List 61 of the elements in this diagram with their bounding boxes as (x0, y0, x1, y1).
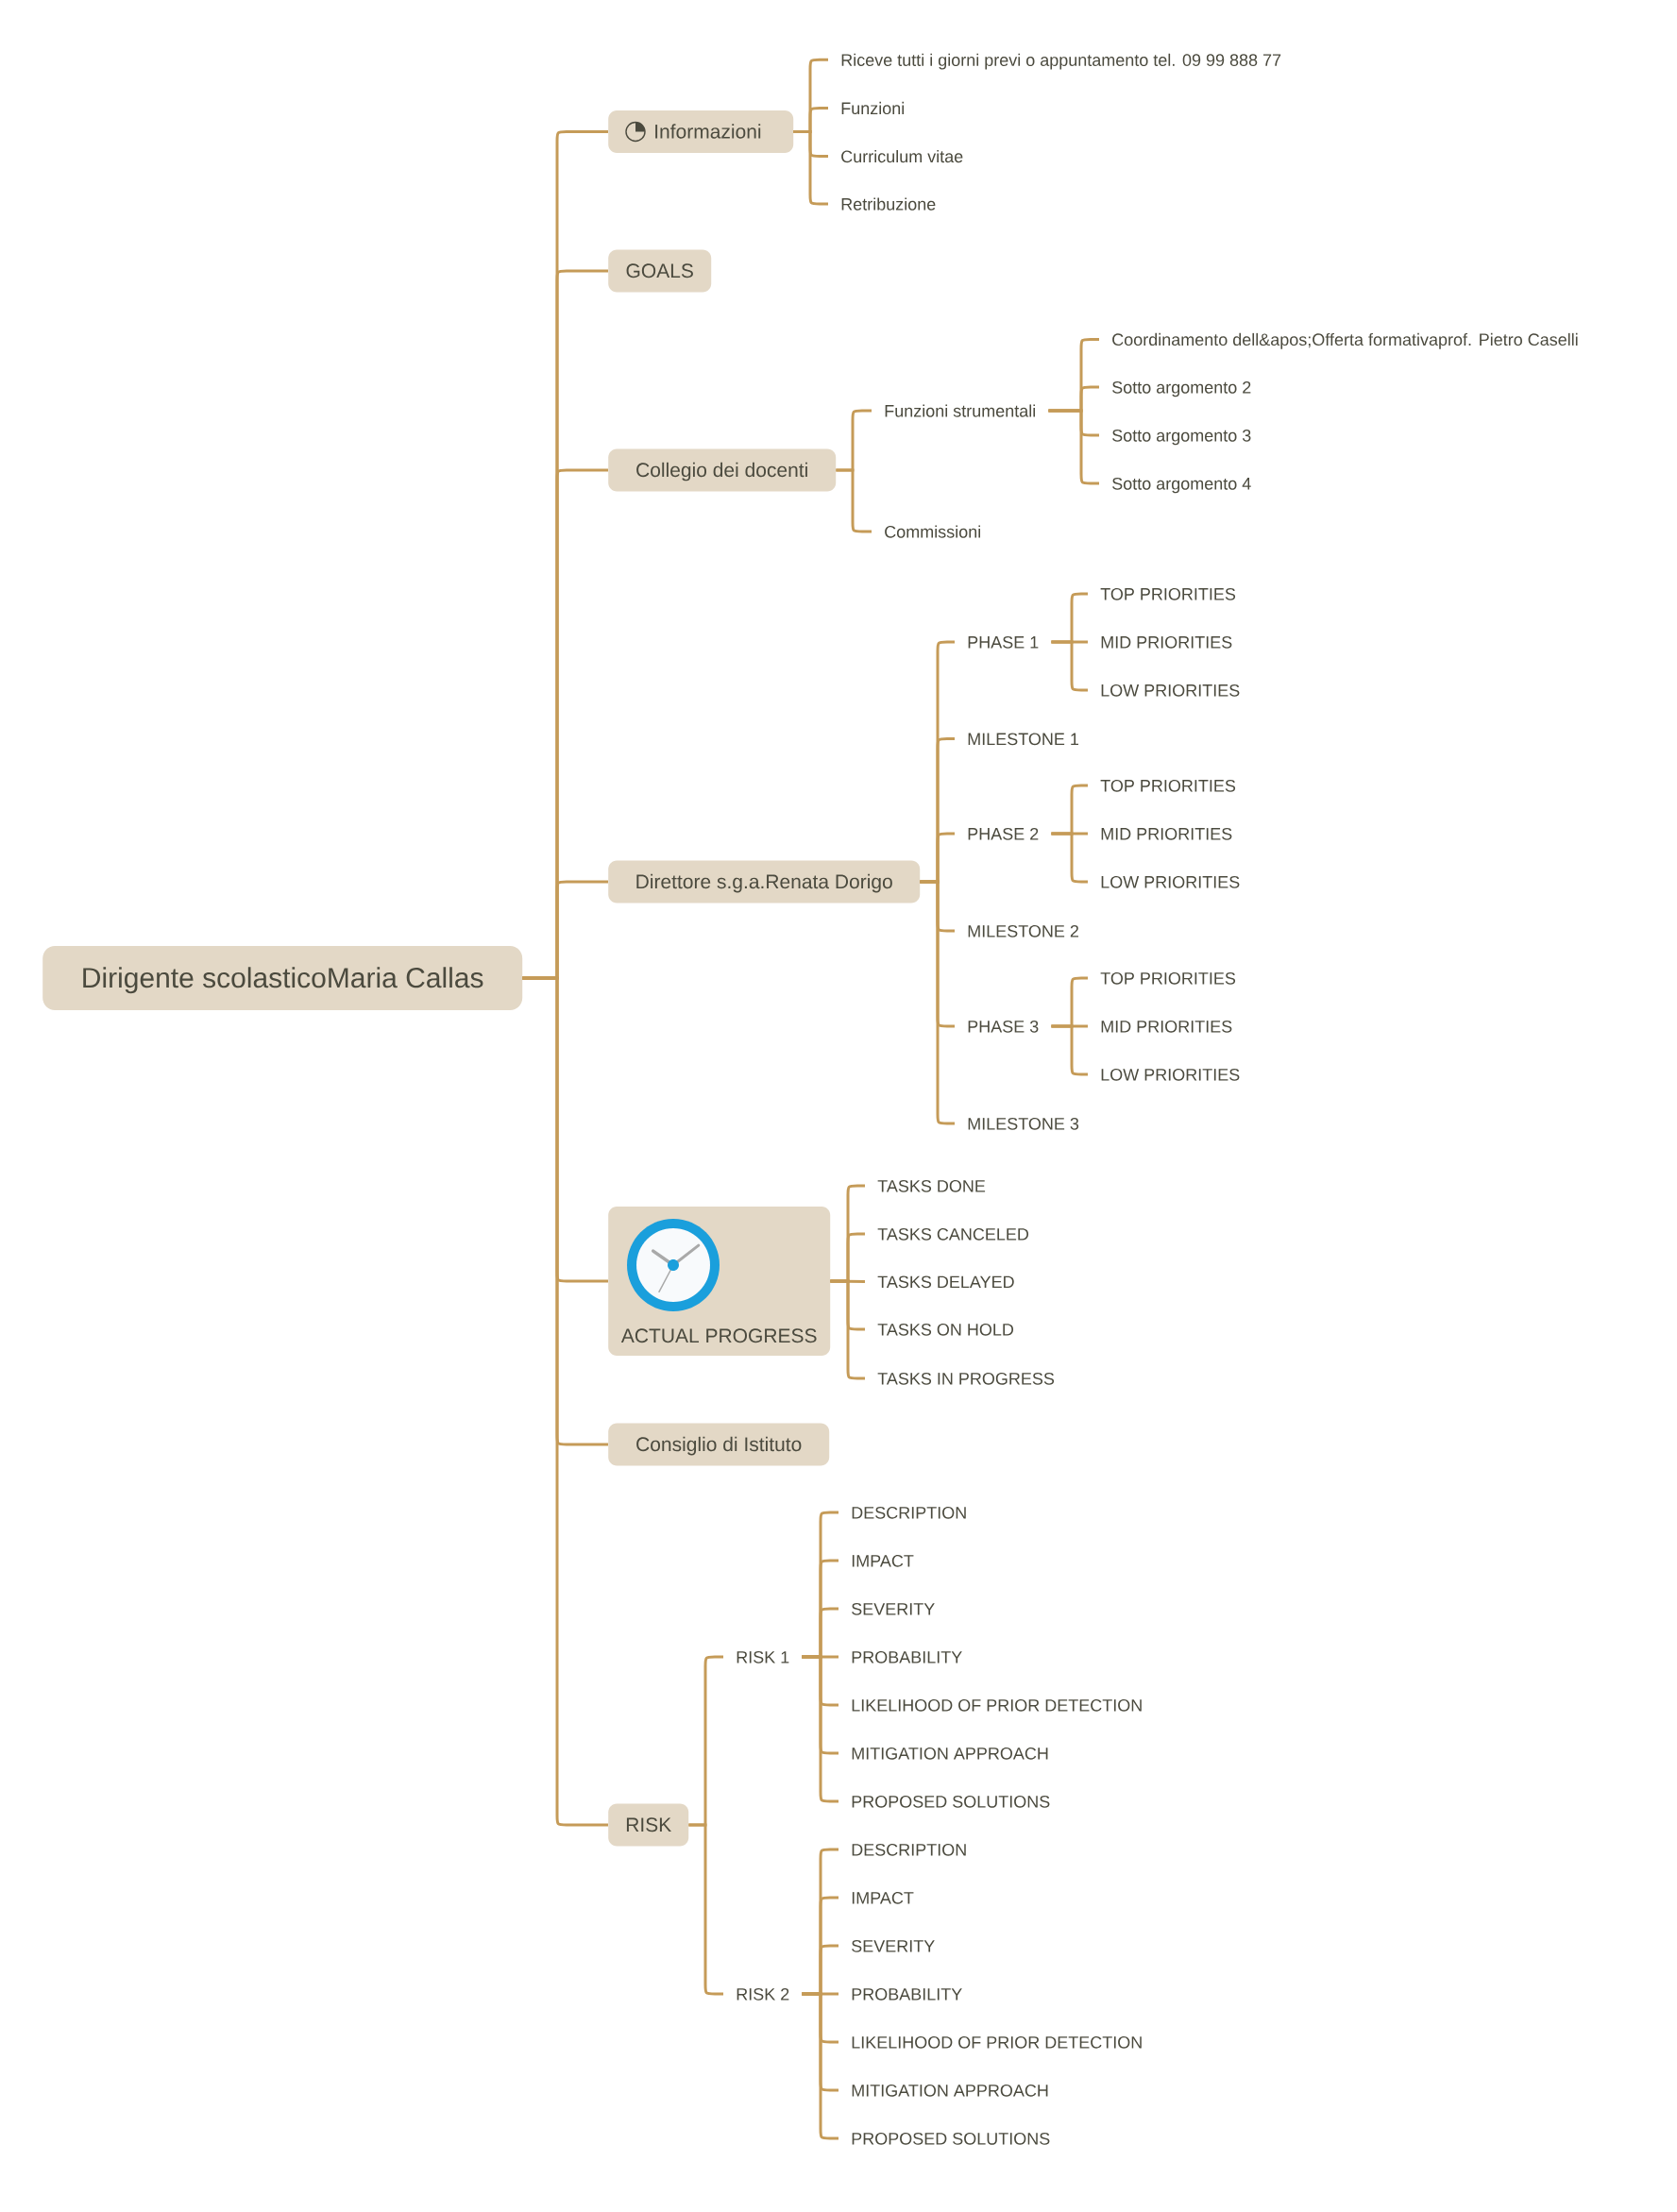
central-topic-box: Dirigente scolasticoMaria Callas (42, 946, 523, 1010)
topic-label: PROBABILITY (852, 1650, 962, 1663)
topic-box: Informazioni (608, 110, 794, 153)
connector-line (1051, 1024, 1088, 1076)
topic-label: Sotto argomento 4 (1112, 477, 1251, 494)
connector-line (802, 1655, 838, 1803)
topic-label: LIKELIHOOD OF PRIOR DETECTION (852, 1698, 1142, 1712)
connector-line (1048, 409, 1099, 485)
topic-label: LOW PRIORITIES (1101, 684, 1240, 697)
topic-label: LOW PRIORITIES (1101, 875, 1240, 888)
topic-label: PROPOSED SOLUTIONS (852, 2132, 1050, 2145)
connector-line (1051, 640, 1088, 692)
topic-label: MITIGATION APPROACH (852, 2084, 1048, 2097)
topic-label: LIKELIHOOD OF PRIOR DETECTION (852, 2035, 1142, 2049)
topic-box: Collegio dei docenti (608, 448, 837, 492)
connector-line (522, 976, 608, 1827)
topic-label: TOP PRIORITIES (1100, 971, 1236, 985)
topic-label: IMPACT (852, 1891, 914, 1904)
topic-label: DESCRIPTION (852, 1843, 966, 1856)
topic-label: Funzioni (841, 101, 904, 115)
topic-label: DESCRIPTION (852, 1506, 966, 1519)
connector-line (1051, 832, 1088, 884)
topic-label: TASKS DONE (877, 1179, 986, 1192)
topic-label: MID PRIORITIES (1101, 1020, 1232, 1033)
topic-label: Riceve tutti i giorni previ o appuntamento tel. 09 99 888 77 (841, 53, 1281, 70)
topic-label: Commissioni (885, 525, 980, 538)
topic-label: PHASE 3 (968, 1020, 1039, 1033)
topic-label: MITIGATION APPROACH (852, 1747, 1048, 1760)
topic-label: MID PRIORITIES (1101, 827, 1232, 840)
topic-label: Sotto argomento 3 (1112, 429, 1251, 446)
topic-box: Direttore s.g.a.Renata Dorigo (608, 860, 921, 903)
topic-box: RISK (608, 1803, 689, 1847)
connector-line (802, 1992, 838, 2140)
topic-label: TASKS CANCELED (877, 1227, 1029, 1241)
topic-label: RISK 1 (737, 1650, 789, 1663)
topic-label: Sotto argomento 2 (1112, 380, 1251, 397)
topic-label: IMPACT (852, 1554, 914, 1567)
topic-label: Funzioni strumentali (885, 404, 1036, 417)
topic-label: MID PRIORITIES (1101, 635, 1232, 649)
topic-label: RISK 2 (737, 1987, 789, 2001)
topic-box: Consiglio di Istituto (608, 1423, 830, 1466)
topic-label: PHASE 1 (968, 635, 1039, 649)
topic-label: MILESTONE 3 (968, 1117, 1079, 1130)
topic-label: TASKS IN PROGRESS (877, 1372, 1055, 1385)
topic-label: TASKS DELAYED (877, 1275, 1014, 1289)
topic-label: TASKS ON HOLD (877, 1323, 1014, 1336)
topic-label: Coordinamento dell&apos;Offerta formativaprof. Pietro Caselli (1112, 332, 1578, 349)
topic-label: TOP PRIORITIES (1100, 779, 1236, 792)
topic-label: LOW PRIORITIES (1101, 1068, 1240, 1081)
topic-label: MILESTONE 2 (968, 924, 1078, 937)
connector-line (793, 130, 828, 206)
topic-label: PHASE 2 (968, 827, 1039, 840)
topic-label: Retribuzione (841, 197, 936, 211)
topic-label: MILESTONE 1 (968, 733, 1078, 746)
topic-label: PROPOSED SOLUTIONS (852, 1795, 1050, 1808)
topic-box: GOALS (608, 249, 712, 293)
topic-label: Curriculum vitae (841, 149, 963, 163)
topic-label: SEVERITY (852, 1939, 935, 1952)
topic-label: SEVERITY (852, 1602, 935, 1615)
topic-label: PROBABILITY (852, 1987, 962, 2001)
topic-label: TOP PRIORITIES (1100, 587, 1236, 600)
